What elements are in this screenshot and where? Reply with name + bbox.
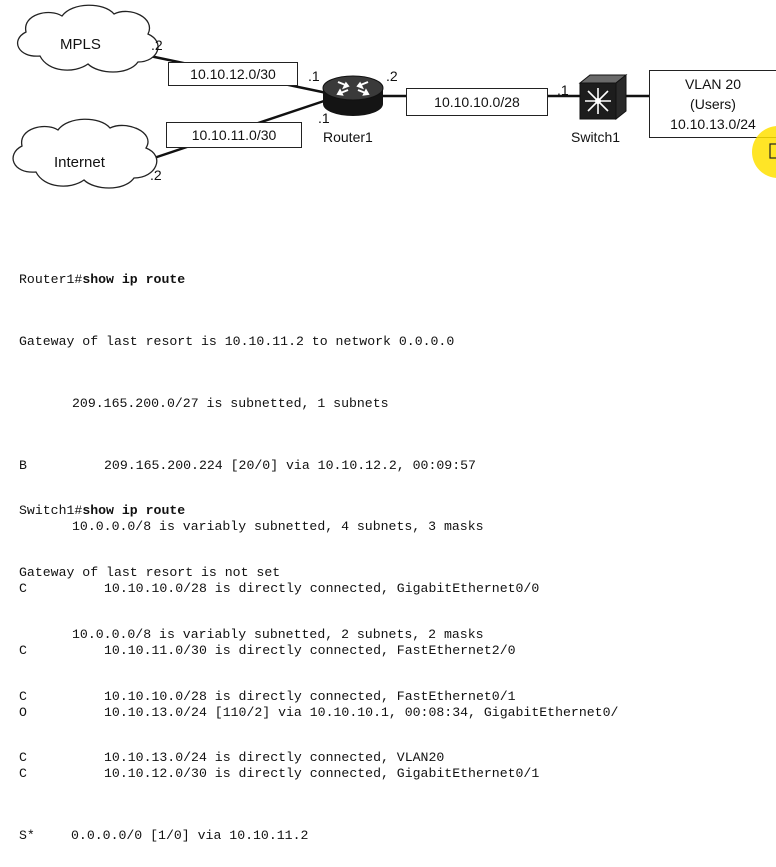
mpls-subnet-label: 10.10.12.0/30	[190, 66, 276, 82]
router-default-route-line: S* 0.0.0.0/0 [1/0] via 10.10.11.2	[19, 826, 618, 847]
router-command: show ip route	[82, 272, 186, 288]
router-net1-header: 209.165.200.0/27 is subnetted, 1 subnets	[19, 394, 618, 415]
internet-cloud-label: Internet	[54, 154, 105, 171]
router-route-line: B 209.165.200.224 [20/0] via 10.10.12.2, …	[19, 456, 618, 477]
route-code: C	[19, 750, 27, 766]
vlan-group-label: (Users)	[690, 96, 736, 112]
router-mpls-ip-label: .1	[308, 68, 320, 84]
mpls-cloud-icon	[16, 4, 159, 73]
switch-net-header: 10.0.0.0/8 is variably subnetted, 2 subn…	[19, 625, 516, 646]
router-internet-ip-label: .1	[318, 110, 330, 126]
router-net2-header: 10.0.0.0/8 is variably subnetted, 4 subn…	[19, 517, 618, 538]
internet-subnet-label: 10.10.11.0/30	[191, 127, 277, 143]
router-net2-header-text: 10.0.0.0/8 is variably subnetted, 4 subn…	[72, 519, 484, 535]
switch-command-line: Switch1#show ip route	[19, 501, 516, 522]
router-gateway-line: Gateway of last resort is 10.10.11.2 to …	[19, 333, 455, 349]
switch-route-line: C 10.10.13.0/24 is directly connected, VL…	[19, 748, 516, 769]
router-net1-header-text: 209.165.200.0/27 is subnetted, 1 subnets	[72, 395, 389, 411]
switch-prompt: Switch1#	[19, 503, 83, 519]
internet-subnet-box: 10.10.11.0/30	[166, 122, 302, 148]
core-subnet-box: 10.10.10.0/28	[406, 88, 548, 116]
internet-side-ip-label: .2	[150, 167, 162, 183]
switch-route-line: C 10.10.10.0/28 is directly connected, Fa…	[19, 687, 516, 708]
route-text: 209.165.200.224 [20/0] via 10.10.12.2, 0…	[104, 457, 476, 473]
switch-gateway-line: Gateway of last resort is not set	[19, 564, 281, 580]
router-command-line: Router1#show ip route	[19, 270, 618, 291]
router-prompt: Router1#	[19, 272, 83, 288]
router-core-ip-label: .2	[386, 68, 398, 84]
cursor-highlight-icon	[752, 126, 776, 178]
mpls-side-ip-label: .2	[151, 37, 163, 53]
switch-route-output: Switch1#show ip route Gateway of last re…	[19, 460, 516, 790]
network-diagram: MPLS Internet 10.10.12.0/30 10.10.11.0/3…	[0, 0, 776, 210]
route-text: 10.10.10.0/28 is directly connected, Fas…	[104, 688, 516, 704]
mpls-cloud-label: MPLS	[60, 36, 101, 53]
topology-lines	[12, 4, 650, 189]
core-subnet-label: 10.10.10.0/28	[434, 94, 520, 110]
switch-name-label: Switch1	[571, 129, 621, 145]
vlan-box: VLAN 20 (Users) 10.10.13.0/24	[649, 70, 776, 138]
route-code: S*	[19, 828, 35, 844]
vlan-subnet-label: 10.10.13.0/24	[670, 116, 756, 132]
route-code: B	[19, 457, 27, 473]
route-text: 10.10.13.0/24 is directly connected, VLA…	[104, 750, 445, 766]
switch-command: show ip route	[82, 503, 186, 519]
router-name-label: Router1	[323, 129, 373, 145]
switch-icon	[578, 73, 628, 121]
route-text: 0.0.0.0/0 [1/0] via 10.10.11.2	[71, 828, 309, 844]
router-icon	[322, 75, 384, 116]
internet-cloud-icon	[12, 118, 158, 189]
mpls-subnet-box: 10.10.12.0/30	[168, 62, 298, 86]
switch-core-ip-label: .1	[557, 82, 569, 98]
route-code: C	[19, 688, 27, 704]
switch-net-header-text: 10.0.0.0/8 is variably subnetted, 2 subn…	[72, 626, 484, 642]
vlan-name-label: VLAN 20	[684, 76, 742, 92]
